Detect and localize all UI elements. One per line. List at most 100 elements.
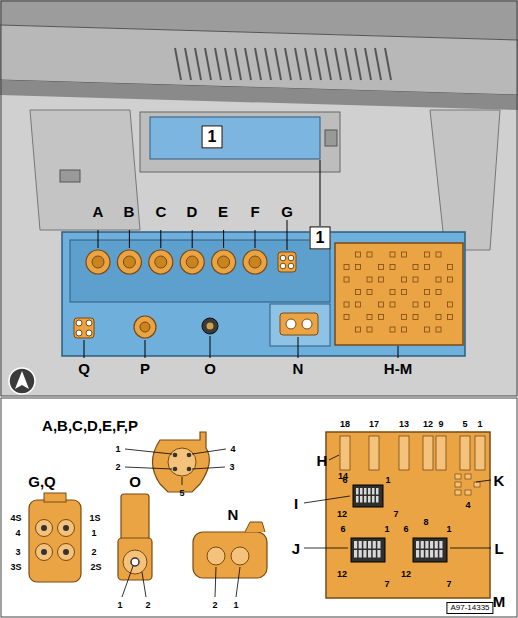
- vent-slat: [175, 48, 181, 80]
- pin: [41, 549, 47, 555]
- pin-cavity: [367, 315, 372, 320]
- pin-cavity: [367, 327, 372, 332]
- pin: [360, 488, 363, 495]
- vent-slat: [355, 48, 361, 80]
- pin-number: 12: [401, 570, 411, 579]
- leader-line: [98, 230, 99, 248]
- pin: [288, 263, 294, 269]
- pin-number: 2: [212, 601, 217, 610]
- pin: [416, 550, 419, 558]
- callout-letter: O: [129, 474, 141, 489]
- pin: [372, 488, 375, 495]
- pin: [187, 467, 192, 472]
- pin-cavity: [413, 265, 418, 270]
- vent-slat: [375, 48, 381, 80]
- callout-letter: H-M: [384, 361, 412, 376]
- pin: [377, 541, 380, 549]
- pin: [425, 541, 428, 549]
- leader-line: [192, 449, 226, 454]
- antenna-pin: [207, 323, 214, 330]
- connector-socket: [278, 252, 296, 272]
- leader-line: [476, 480, 491, 482]
- antenna-socket: [202, 318, 218, 334]
- connector-insert: [155, 256, 167, 268]
- pin-number: 1: [115, 445, 120, 454]
- pin-cavity: [207, 547, 225, 565]
- leader-line: [304, 548, 348, 549]
- pin: [359, 541, 362, 549]
- pin-cavity: [356, 327, 361, 332]
- pin-cavity: [455, 482, 461, 487]
- pin-number: 17: [369, 420, 379, 429]
- pin: [363, 550, 366, 558]
- pin-block: [353, 485, 383, 507]
- pin: [416, 541, 419, 549]
- pin-number: 12: [423, 420, 433, 429]
- pin-number: 6: [340, 525, 345, 534]
- pin-cavity: [436, 315, 441, 320]
- blade-slot: [436, 436, 446, 470]
- connector-socket: [74, 318, 94, 338]
- pin-number: 7: [446, 580, 451, 589]
- pin-cavity: [390, 327, 395, 332]
- coax-socket: [123, 550, 147, 574]
- vent-slat: [305, 48, 311, 80]
- connector-socket: [134, 316, 156, 338]
- connector-face: [168, 448, 196, 476]
- pin-number: 6: [342, 476, 347, 485]
- pin: [376, 496, 379, 503]
- leader-line: [223, 230, 224, 248]
- blade-slot: [475, 436, 485, 470]
- pin-cavity: [344, 265, 349, 270]
- pin-cavity: [436, 290, 441, 295]
- callout-box: 1: [310, 226, 331, 249]
- pin-number: 1: [477, 420, 482, 429]
- callout-letter: Q: [78, 361, 90, 376]
- leader-line: [125, 449, 172, 454]
- connector-socket: [149, 250, 173, 274]
- pin-number: 2: [115, 463, 120, 472]
- pin-cavity: [425, 327, 430, 332]
- pin-cavity: [474, 482, 480, 487]
- leader-line: [255, 230, 256, 248]
- callout-letter: J: [292, 541, 300, 556]
- pin-number: 8: [423, 518, 428, 527]
- pin: [368, 541, 371, 549]
- pin-number: 9: [438, 420, 443, 429]
- connector-insert: [140, 322, 150, 332]
- pin-cavity: [356, 290, 361, 295]
- direction-arrow: [15, 371, 29, 389]
- pin-cavity: [402, 277, 407, 282]
- pin-number: 1: [117, 601, 122, 610]
- leader-line: [304, 496, 350, 503]
- vent-slat: [345, 48, 351, 80]
- unit-panel: [270, 304, 330, 346]
- pin-cavity: [436, 327, 441, 332]
- blade-slot: [340, 436, 350, 470]
- connector-socket: [117, 250, 141, 274]
- callout-letter: I: [294, 496, 298, 511]
- leader-line: [125, 467, 172, 469]
- vent-slat: [245, 48, 251, 80]
- vent-slat: [185, 48, 191, 80]
- callout-letter: G,Q: [28, 474, 56, 489]
- vent-slat: [335, 48, 341, 80]
- pin-number: 1: [91, 529, 96, 538]
- pin-cavity: [58, 544, 75, 561]
- callout-letter: H: [317, 453, 328, 468]
- connector-housing: [193, 532, 267, 578]
- pin-cavity: [413, 277, 418, 282]
- vent-slat: [365, 48, 371, 80]
- pin: [421, 550, 424, 558]
- vent-slat: [215, 48, 221, 80]
- pin-cavity: [465, 474, 471, 479]
- pin-number: 1: [446, 525, 451, 534]
- pin: [368, 488, 371, 495]
- pin: [76, 330, 82, 336]
- photo-ground: [0, 0, 518, 396]
- pin-cavity: [402, 252, 407, 257]
- connector-block: [335, 243, 463, 345]
- pin-number: 4: [230, 445, 235, 454]
- pin-cavity: [344, 277, 349, 282]
